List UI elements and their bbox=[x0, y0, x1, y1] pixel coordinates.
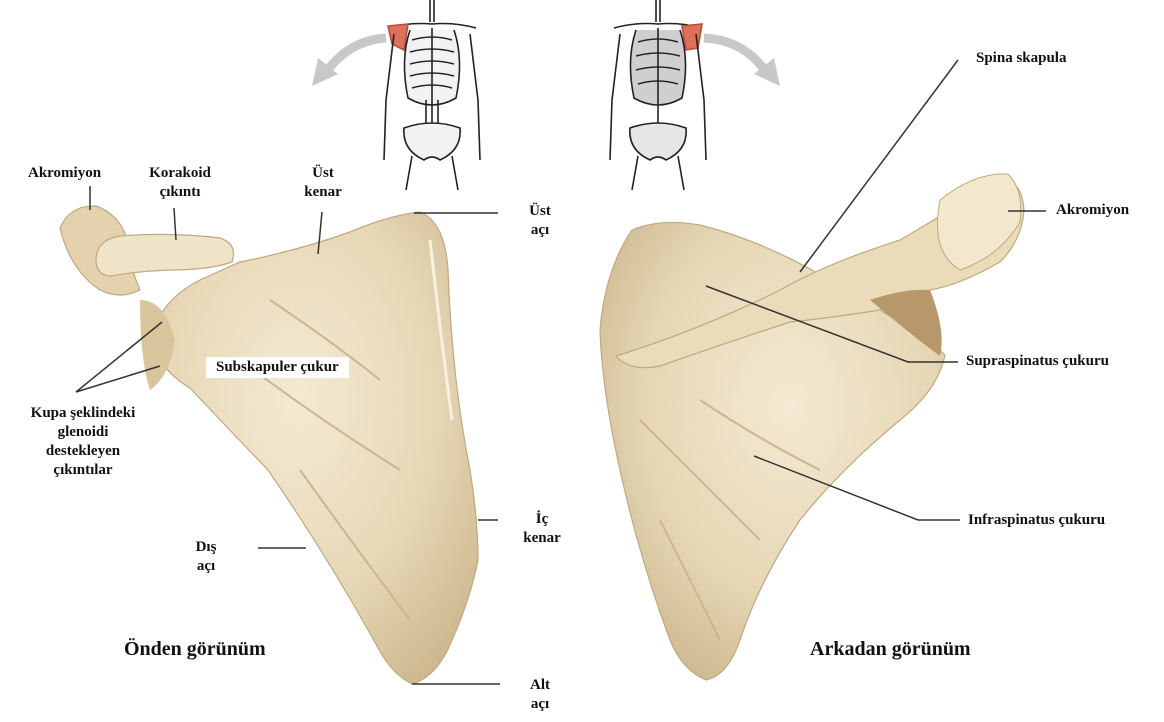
skeleton-front-icon bbox=[384, 0, 480, 190]
label-ic-kenar-line2: kenar bbox=[516, 529, 568, 548]
label-akromiyon-front: Akromiyon bbox=[28, 164, 101, 183]
label-ic-kenar: İç kenar bbox=[516, 510, 568, 548]
skeleton-back-icon bbox=[610, 0, 706, 190]
label-alt-aci-line1: Alt bbox=[520, 676, 560, 695]
label-korakoid-line1: Korakoid bbox=[138, 164, 222, 183]
label-dis-aci-line2: açı bbox=[184, 557, 228, 576]
label-alt-aci: Alt açı bbox=[520, 676, 560, 714]
label-ust-kenar: Üst kenar bbox=[292, 164, 354, 202]
back-view-title: Arkadan görünüm bbox=[810, 638, 971, 661]
label-ust-kenar-line1: Üst bbox=[292, 164, 354, 183]
rotation-arrow-right bbox=[704, 38, 766, 72]
rotation-arrow-left bbox=[326, 38, 386, 72]
label-kupa-line3: destekleyen bbox=[8, 442, 158, 461]
label-supraspinatus-cukuru: Supraspinatus çukuru bbox=[966, 352, 1109, 371]
label-infraspinatus-cukuru: Infraspinatus çukuru bbox=[968, 511, 1105, 530]
label-spina-skapula: Spina skapula bbox=[976, 49, 1066, 68]
label-kupa-line1: Kupa şeklindeki bbox=[8, 404, 158, 423]
label-dis-aci: Dış açı bbox=[184, 538, 228, 576]
scapula-back-view bbox=[600, 174, 1024, 680]
label-korakoid-line2: çıkıntı bbox=[138, 183, 222, 202]
label-ust-aci: Üst açı bbox=[520, 202, 560, 240]
label-ust-aci-line1: Üst bbox=[520, 202, 560, 221]
front-view-title: Önden görünüm bbox=[124, 638, 266, 661]
label-ust-kenar-line2: kenar bbox=[292, 183, 354, 202]
label-kupa-line2: glenoidi bbox=[8, 423, 158, 442]
label-korakoid-cikinti: Korakoid çıkıntı bbox=[138, 164, 222, 202]
label-kupa-line4: çıkıntılar bbox=[8, 461, 158, 480]
label-ust-aci-line2: açı bbox=[520, 221, 560, 240]
label-ic-kenar-line1: İç bbox=[516, 510, 568, 529]
label-alt-aci-line2: açı bbox=[520, 695, 560, 714]
label-akromiyon-back: Akromiyon bbox=[1056, 201, 1129, 220]
label-kupa-glenoid: Kupa şeklindeki glenoidi destekleyen çık… bbox=[8, 404, 158, 480]
label-subskapuler-cukur: Subskapuler çukur bbox=[206, 357, 349, 378]
label-dis-aci-line1: Dış bbox=[184, 538, 228, 557]
